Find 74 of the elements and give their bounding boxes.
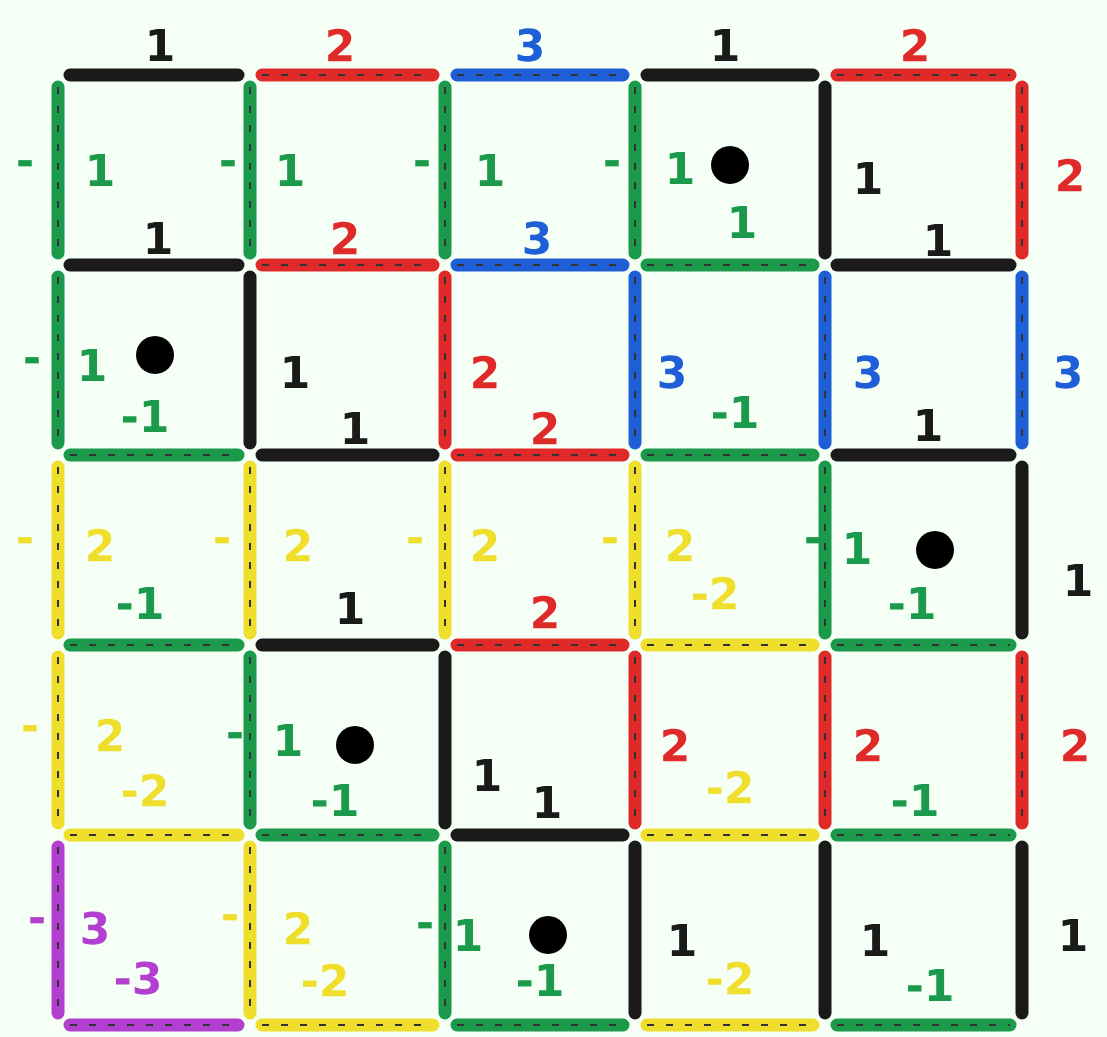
number-label: -2 (692, 576, 736, 610)
number-label: 1 (279, 153, 303, 187)
number-label: 2 (286, 528, 310, 562)
number-label: 1 (284, 355, 308, 389)
number-label: -1 (892, 784, 937, 817)
number-label: 2 (473, 528, 497, 562)
number-label: - (408, 537, 422, 544)
number-label: 3 (517, 28, 542, 62)
number-label: 1 (864, 924, 888, 957)
number-label: 3 (1055, 355, 1080, 389)
number-label: - (221, 160, 235, 167)
number-label: 1 (457, 919, 481, 952)
number-label: 1 (149, 28, 173, 62)
number-label: 1 (857, 161, 881, 195)
number-label: 1 (671, 924, 695, 957)
number-label: 1 (731, 205, 755, 239)
number-label: -1 (312, 784, 357, 817)
number-label: 3 (524, 221, 549, 255)
number-label: - (415, 160, 429, 167)
number-label: 1 (479, 153, 503, 187)
number-label: 1 (714, 28, 738, 62)
number-label: -1 (122, 399, 167, 433)
number-label: - (23, 725, 37, 732)
number-label: - (605, 160, 619, 167)
number-label: -1 (907, 969, 952, 1002)
number-label: 2 (663, 728, 687, 762)
number-label: 2 (286, 911, 310, 945)
number-label: -2 (707, 961, 751, 995)
number-label: 2 (333, 221, 357, 255)
number-label: 2 (88, 528, 112, 562)
number-label: - (18, 160, 32, 167)
number-label: 1 (147, 221, 171, 255)
number-label: -2 (302, 963, 346, 997)
number-label: -1 (889, 586, 934, 620)
number-label: -1 (517, 964, 562, 997)
number-label: - (603, 537, 617, 544)
number-label: 1 (476, 759, 500, 792)
number-label: 2 (98, 718, 122, 752)
number-label: 1 (277, 724, 301, 757)
number-label: 1 (917, 408, 941, 442)
number-label: 2 (856, 728, 880, 762)
number-label: 1 (81, 348, 105, 382)
number-label: 1 (89, 153, 113, 187)
number-label: - (215, 537, 229, 544)
number-label: -1 (117, 586, 162, 620)
number-label: 1 (339, 592, 363, 625)
number-label: 1 (927, 223, 951, 257)
number-label: -2 (122, 773, 166, 807)
number-label: 2 (903, 28, 927, 62)
number-label: - (25, 357, 39, 364)
number-label: 3 (659, 355, 684, 389)
number-label: 2 (328, 28, 352, 62)
number-label: 1 (846, 531, 870, 565)
number-label: - (228, 732, 242, 739)
number-label: 3 (855, 355, 880, 389)
number-label: - (418, 922, 432, 929)
number-label: 2 (1063, 728, 1087, 762)
number-label: - (30, 917, 44, 924)
number-label: 1 (344, 411, 368, 445)
number-label: 1 (1062, 919, 1086, 952)
number-label: -2 (707, 770, 751, 804)
number-label: 1 (1067, 563, 1091, 597)
number-label: -3 (115, 961, 159, 995)
number-label: 2 (1058, 158, 1082, 192)
number-label: 2 (473, 355, 497, 389)
number-label: 2 (533, 411, 557, 445)
number-label: 1 (536, 786, 560, 819)
number-label: 1 (669, 151, 693, 185)
number-label: 2 (533, 595, 557, 629)
number-label: 2 (668, 528, 692, 562)
number-label: 3 (82, 911, 107, 945)
number-label: - (223, 914, 237, 921)
number-label: -1 (712, 395, 757, 429)
number-label: - (18, 537, 32, 544)
